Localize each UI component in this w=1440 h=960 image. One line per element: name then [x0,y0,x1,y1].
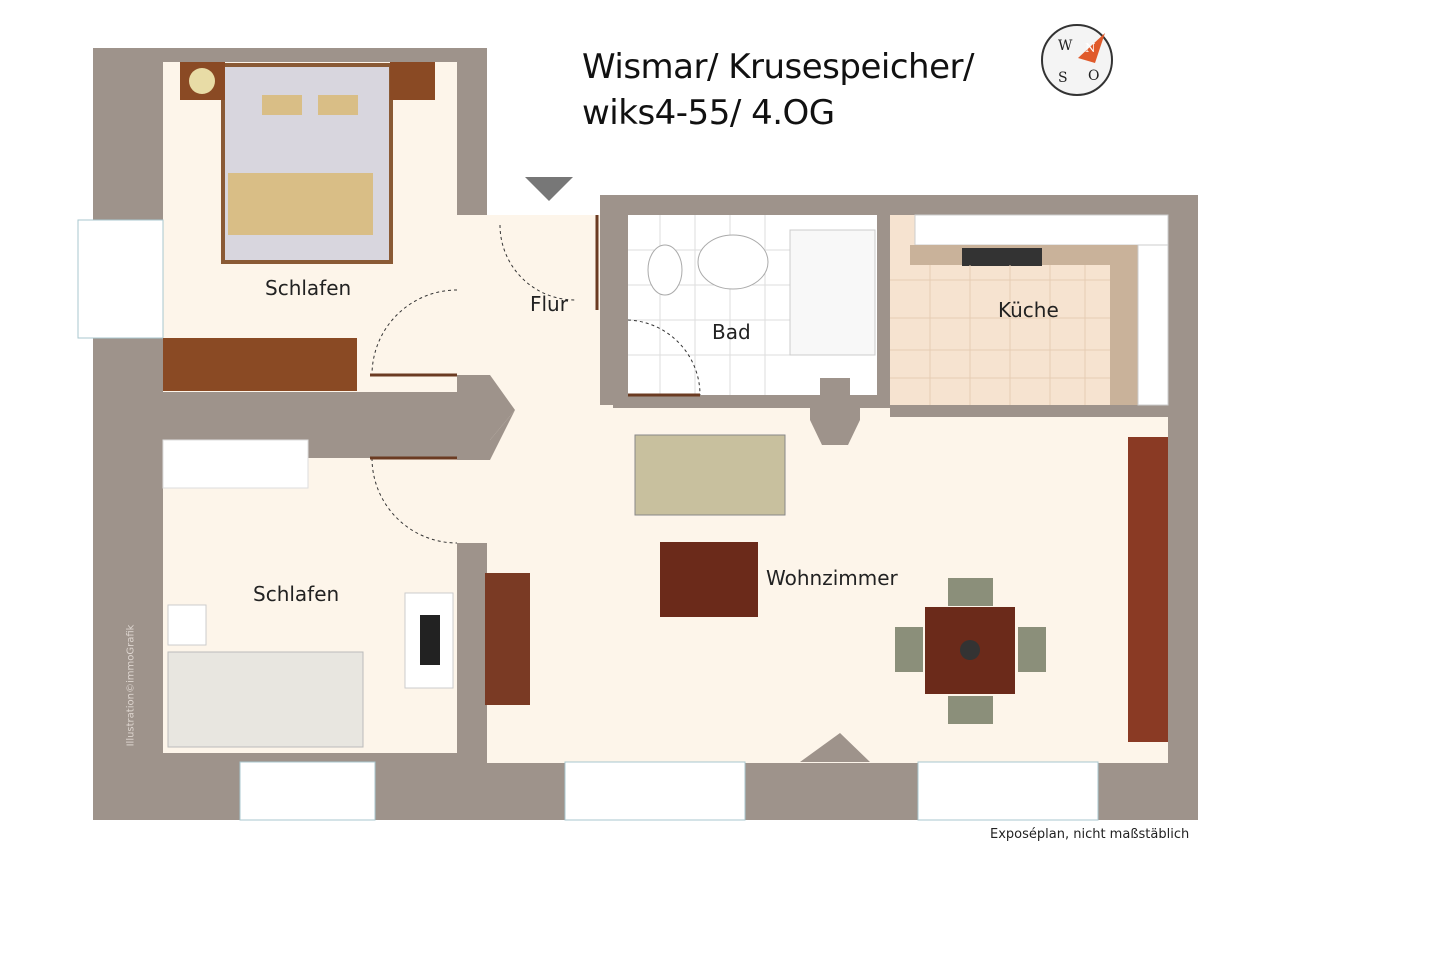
doors [371,224,701,544]
title-line-2: wiks4-55/ 4.OG [582,93,835,133]
sofa-bed [167,651,364,748]
entrance-arrow-icon [525,177,573,201]
sideboard [1128,437,1168,742]
sink [697,234,769,290]
label-schlafen-top: Schlafen [265,276,352,300]
sofa [634,434,786,516]
furniture [162,62,1168,748]
wardrobe-bottom [162,439,309,489]
title-line-1: Wismar/ Krusespeicher/ [582,47,974,87]
windows [77,219,1099,821]
toilet [647,244,683,296]
wardrobe-top [163,338,357,391]
coffee-table [660,542,758,617]
watermark: Illustration©immoGrafik [125,624,137,747]
page-title: Wismar/ Krusespeicher/ wiks4-55/ 4.OG [582,44,974,136]
svg-text:O: O [1088,68,1099,84]
bad-tiles [628,215,876,395]
label-wohnzimmer: Wohnzimmer [766,566,898,590]
label-kueche: Küche [998,298,1059,322]
svg-text:N: N [1085,41,1096,55]
kitchen-counter [890,214,1169,406]
svg-text:S: S [1058,70,1068,86]
svg-text:W: W [1058,38,1073,54]
footer-note: Exposéplan, nicht maßstäblich [990,827,1190,842]
label-flur: Flur [530,292,568,316]
compass-icon: W S O N [1041,24,1113,96]
bad-fixtures [647,234,769,296]
label-bad: Bad [712,320,751,344]
tv-stand [485,573,530,705]
label-schlafen-bottom: Schlafen [253,582,340,606]
